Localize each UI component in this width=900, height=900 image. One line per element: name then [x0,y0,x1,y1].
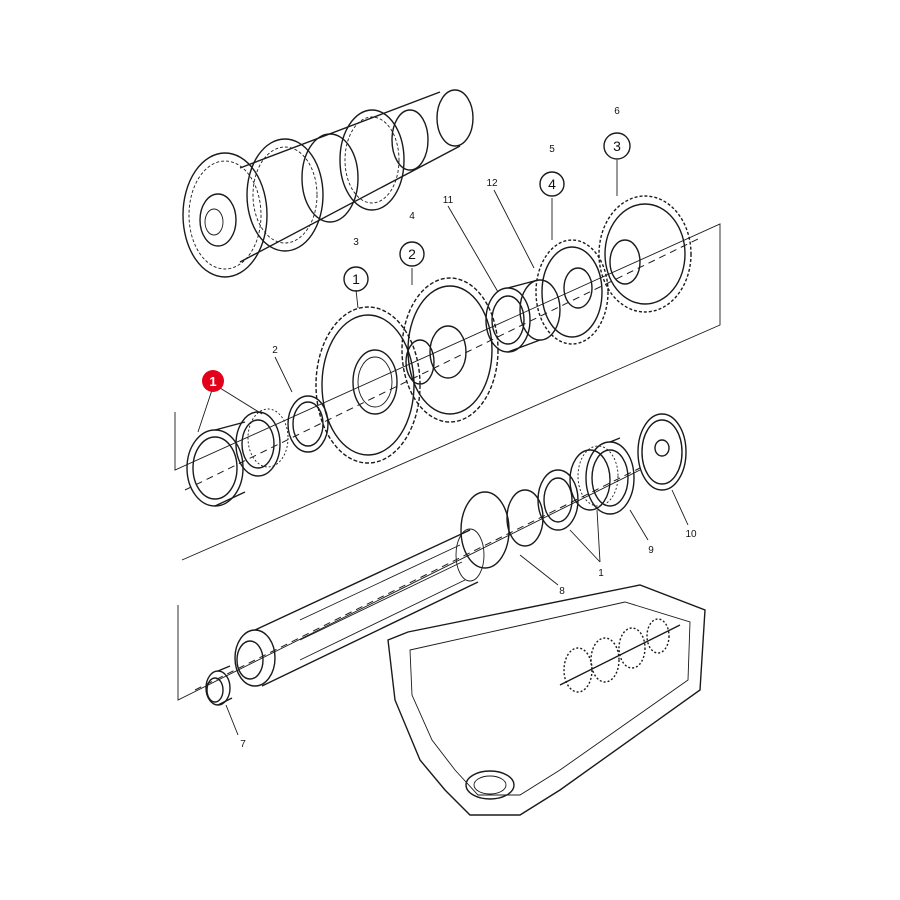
part-3-gear [315,306,435,464]
highlight-marker-icon [202,370,224,392]
callout-labels: 2 3 4 11 12 5 6 7 8 1 9 10 [240,106,697,750]
gear-marker-1: 1 [343,266,369,292]
callout-9: 9 [648,545,654,556]
part-10-washer [637,413,687,491]
callout-5: 5 [549,144,555,155]
svg-text:4: 4 [548,176,556,192]
part-4-gear [401,277,499,423]
alignment-lines [184,237,701,691]
gear-marker-4: 4 [539,171,565,197]
callout-11: 11 [443,195,454,206]
part-7-needle-bearing [205,665,233,706]
part-1-bearing-right [537,445,619,531]
callout-6: 6 [614,106,620,117]
part-5-gear [535,239,609,345]
svg-text:3: 3 [613,138,621,154]
transmission-housing [387,584,706,816]
svg-text:2: 2 [408,246,416,262]
callout-4: 4 [409,211,415,222]
callout-10: 10 [685,529,697,540]
group-frame [174,223,721,701]
callout-7: 7 [240,739,246,750]
callout-1-bottom: 1 [598,568,604,579]
leader-lines [197,160,689,736]
part-9-bearing-cup [585,437,635,515]
gear-marker-2: 2 [399,241,425,267]
callout-3: 3 [353,237,359,248]
svg-text:1: 1 [209,374,216,389]
part-8-main-shaft [234,489,544,687]
callout-2: 2 [272,345,278,356]
callout-8: 8 [559,586,565,597]
part-6-gear [598,195,692,313]
part-11-bushing [485,279,561,353]
part-2-snap-ring [287,395,329,453]
callout-12: 12 [486,178,498,189]
gear-marker-3: 3 [603,132,631,160]
top-gear-cluster [182,89,474,278]
svg-text:1: 1 [352,271,360,287]
highlight-callout[interactable]: 1 [202,370,224,392]
